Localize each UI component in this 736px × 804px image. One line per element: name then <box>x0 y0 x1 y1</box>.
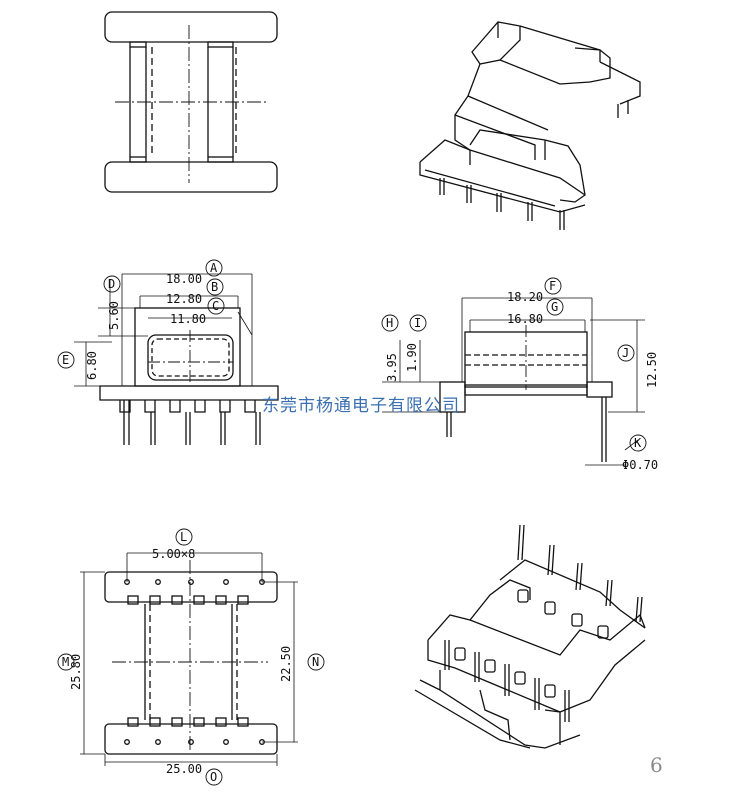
dim-L-value: 5.00×8 <box>152 547 195 561</box>
label-J: J <box>622 346 629 360</box>
label-M: M <box>62 655 69 669</box>
label-E: E <box>62 353 69 367</box>
dim-N-value: 22.50 <box>279 646 293 682</box>
label-B: B <box>211 280 218 294</box>
label-O: O <box>210 770 217 784</box>
dim-O-value: 25.00 <box>166 762 202 776</box>
side-view <box>382 297 645 466</box>
label-K: K <box>634 436 642 450</box>
label-L: L <box>180 530 187 544</box>
dim-E-value: 6.80 <box>85 351 99 380</box>
page-number: 6 <box>650 753 663 777</box>
dim-J-value: 12.50 <box>645 352 659 388</box>
dim-F-value: 18.20 <box>507 290 543 304</box>
bottom-view <box>80 552 298 766</box>
dim-H-value: 3.95 <box>385 353 399 382</box>
dim-M-value: 25.80 <box>69 654 83 690</box>
dim-I-value: 1.90 <box>405 343 419 372</box>
dim-B-value: 12.80 <box>166 292 202 306</box>
dim-A-value: 18.00 <box>166 272 202 286</box>
label-N: N <box>312 655 319 669</box>
front-view <box>74 273 279 445</box>
label-D: D <box>108 277 115 291</box>
isometric-view-bottom <box>414 524 646 749</box>
label-F: F <box>549 279 556 293</box>
label-I: I <box>414 316 421 330</box>
dim-G-value: 16.80 <box>507 312 543 326</box>
circled-label-letters: A B C D E F G H I J K L M N O <box>62 261 642 784</box>
label-C: C <box>212 299 219 313</box>
dimension-texts: 18.00 12.80 11.80 5.60 6.80 18.20 16.80 … <box>69 272 659 776</box>
isometric-view-top <box>419 21 641 230</box>
label-G: G <box>551 300 558 314</box>
company-watermark: 东莞市杨通电子有限公司 <box>262 396 460 416</box>
dim-C-value: 11.80 <box>170 312 206 326</box>
label-A: A <box>210 261 218 275</box>
dim-K-value: Φ0.70 <box>622 458 658 472</box>
label-H: H <box>386 316 393 330</box>
top-view <box>104 11 278 193</box>
dim-D-value: 5.60 <box>107 301 121 330</box>
circled-labels <box>57 259 647 786</box>
